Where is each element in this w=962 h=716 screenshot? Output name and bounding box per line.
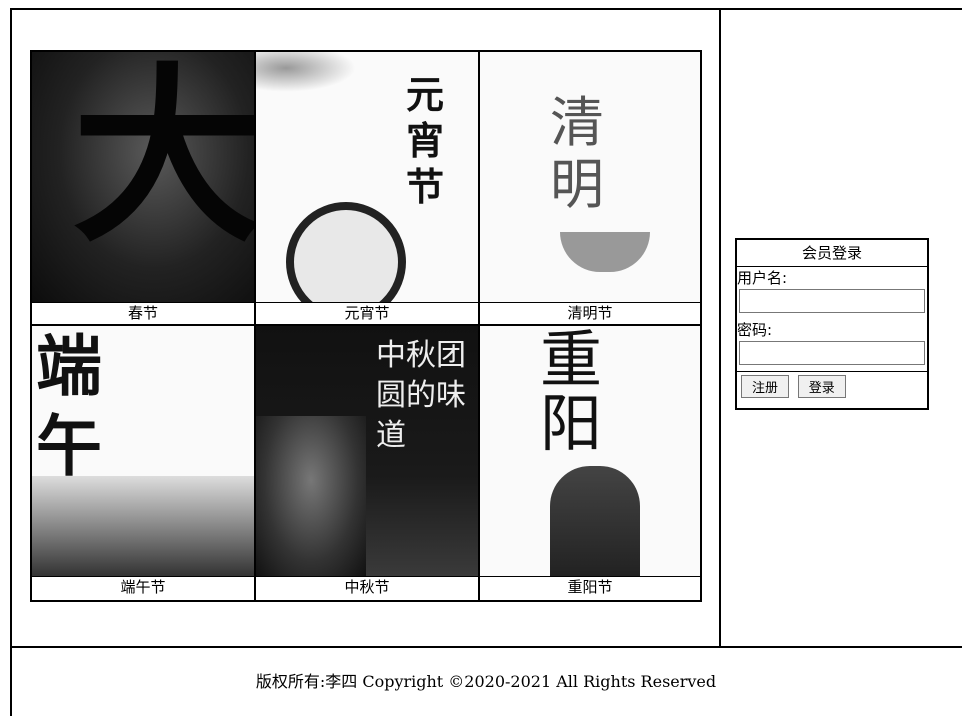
festival-card-lantern[interactable]: 元宵节 元宵节: [256, 52, 478, 324]
grid-vdivider: [478, 52, 480, 600]
username-label: 用户名:: [737, 269, 788, 287]
festival-art-text: 元宵节: [406, 72, 445, 209]
festival-image-chongyang: 重阳: [480, 326, 700, 576]
festival-card-dragonboat[interactable]: 端午 端午节: [32, 326, 254, 598]
login-panel: 会员登录 用户名: 密码: 注册 登录: [735, 238, 929, 410]
festival-card-qingming[interactable]: 清明 清明节: [480, 52, 700, 324]
festival-caption: 端午节: [32, 576, 254, 597]
festival-caption: 中秋节: [256, 576, 478, 597]
festival-image-lantern: 元宵节: [256, 52, 478, 302]
festival-card-chongyang[interactable]: 重阳 重阳节: [480, 326, 700, 598]
bowl-decor: [560, 232, 650, 272]
login-buttons: 注册 登录: [737, 371, 927, 401]
festival-caption: 清明节: [480, 302, 700, 323]
register-button[interactable]: 注册: [741, 375, 790, 398]
branch-decor: [256, 52, 356, 92]
festival-art-text: 中秋团圆的味道: [376, 338, 466, 453]
festival-image-midautumn: 中秋团圆的味道: [256, 326, 478, 576]
password-input[interactable]: [739, 341, 925, 365]
festival-card-spring[interactable]: 大 春节: [32, 52, 254, 324]
festival-image-dragonboat: 端午: [32, 326, 254, 576]
festival-art-text: 清明: [550, 91, 604, 216]
page-frame: [10, 8, 962, 716]
username-input[interactable]: [739, 289, 925, 313]
festival-image-spring: 大: [32, 52, 254, 302]
mooncake-decor: [256, 416, 366, 576]
login-button[interactable]: 登录: [797, 375, 846, 398]
figures-decor: [550, 466, 640, 576]
festival-art-text: 大: [72, 52, 254, 268]
grid-vdivider: [254, 52, 256, 600]
landscape-decor: [32, 476, 254, 576]
login-title: 会员登录: [737, 240, 927, 267]
festival-art-text: 端午: [36, 327, 102, 485]
grid-hdivider: [32, 324, 700, 326]
festival-image-qingming: 清明: [480, 52, 700, 302]
copyright-text: 版权所有:李四 Copyright ©2020-2021 All Rights …: [255, 672, 717, 691]
festival-caption: 重阳节: [480, 576, 700, 597]
footer-divider: [10, 646, 962, 648]
festival-art-text: 重阳: [540, 326, 603, 460]
festival-caption: 元宵节: [256, 302, 478, 323]
festival-card-midautumn[interactable]: 中秋团圆的味道 中秋节: [256, 326, 478, 598]
fu-circle-decor: [286, 202, 406, 302]
festival-grid: 大 春节 元宵节 元宵节 清明 清明节 端午 端午节 中秋团圆的味道 中秋节: [30, 50, 702, 602]
column-divider: [719, 8, 721, 648]
password-label: 密码:: [737, 321, 773, 339]
festival-caption: 春节: [32, 302, 254, 323]
